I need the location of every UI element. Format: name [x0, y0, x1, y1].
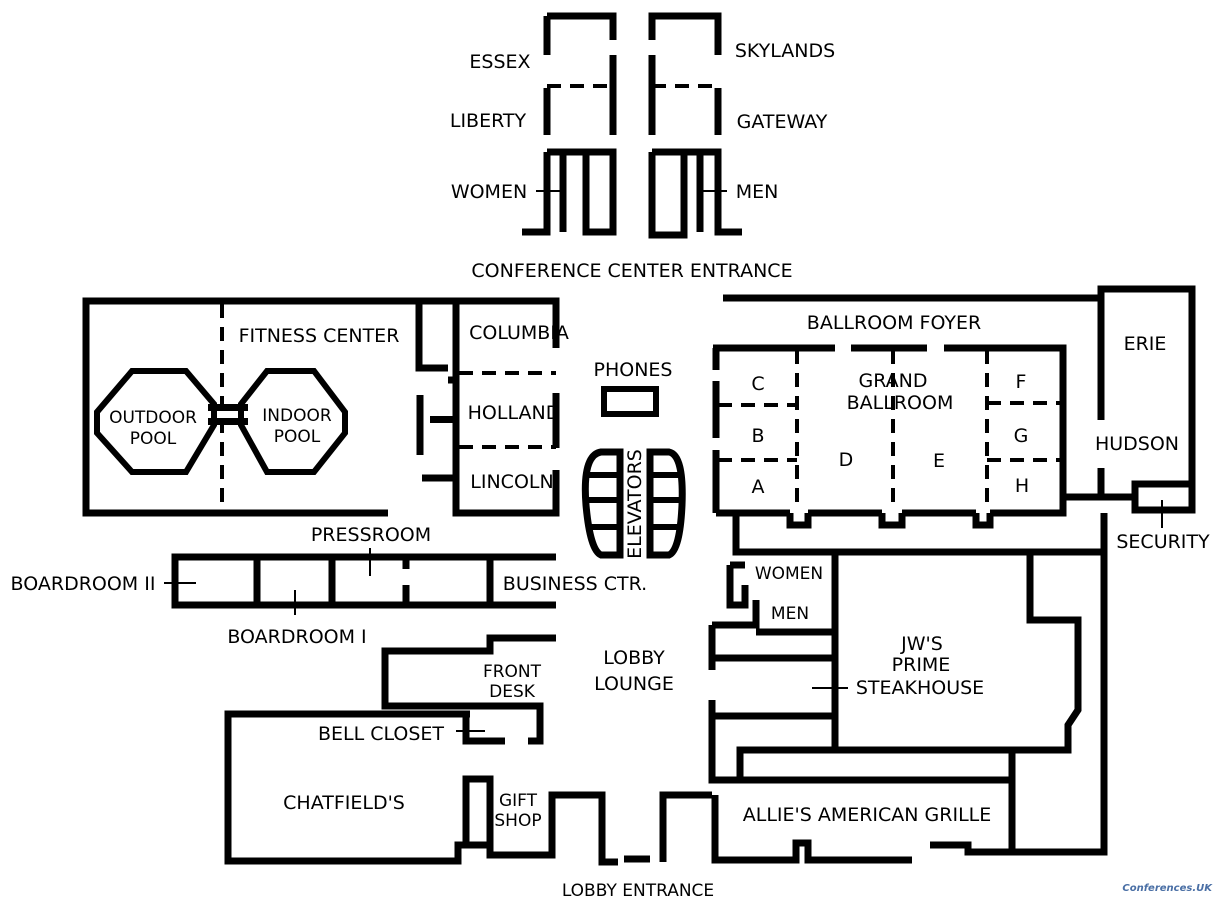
label-grand-ballroom-line1: GRAND: [859, 370, 928, 392]
label-outdoor-pool-line1: OUTDOOR: [109, 408, 197, 428]
label-pressroom: PRESSROOM: [311, 524, 431, 546]
label-indoor-pool-line1: INDOOR: [262, 406, 332, 426]
phones-booth: [601, 386, 659, 417]
label-section-c: C: [751, 373, 764, 395]
label-columbia: COLUMBIA: [469, 322, 569, 344]
label-liberty: LIBERTY: [450, 110, 527, 132]
label-grand-ballroom-line2: BALLROOM: [847, 392, 954, 414]
label-front-desk-line2: DESK: [489, 682, 536, 702]
label-gateway: GATEWAY: [737, 111, 828, 133]
grand-ballroom: [712, 344, 1067, 529]
label-bell-closet: BELL CLOSET: [318, 723, 444, 745]
erie-hudson-block: [1063, 285, 1196, 514]
room-labels: ESSEX LIBERTY WOMEN SKYLANDS GATEWAY MEN…: [11, 40, 1210, 901]
front-desk-block: [381, 634, 556, 745]
label-jws-line3: STEAKHOUSE: [856, 677, 984, 699]
label-men-lobby: MEN: [771, 604, 809, 624]
conference-wing-left: [522, 12, 617, 236]
label-boardroom-i: BOARDROOM I: [227, 626, 366, 648]
label-gift-shop-line1: GIFT: [499, 791, 538, 811]
meeting-rooms-columbia-holland-lincoln: [430, 297, 560, 517]
label-chatfields: CHATFIELD'S: [283, 792, 405, 814]
label-jws-line1: JW'S: [900, 633, 943, 655]
label-section-d: D: [839, 449, 854, 471]
label-conference-center-entrance: CONFERENCE CENTER ENTRANCE: [471, 260, 792, 282]
label-jws-line2: PRIME: [892, 654, 951, 676]
elevator-bank: [581, 448, 686, 559]
fitness-center-block: [82, 297, 456, 517]
chatfields-block: [224, 710, 712, 866]
label-security: SECURITY: [1116, 531, 1210, 553]
label-allies-american-grille: ALLIE'S AMERICAN GRILLE: [743, 804, 992, 826]
label-business-ctr: BUSINESS CTR.: [503, 573, 647, 595]
label-section-h: H: [1015, 475, 1029, 497]
label-section-g: G: [1014, 425, 1029, 447]
label-leaders: [164, 190, 1163, 732]
label-men-conference: MEN: [736, 181, 779, 203]
label-section-a: A: [752, 476, 765, 498]
label-gift-shop-line2: SHOP: [494, 811, 541, 831]
label-lincoln: LINCOLN: [470, 471, 553, 493]
label-women-lobby: WOMEN: [755, 564, 823, 584]
label-holland: HOLLAND: [468, 402, 561, 424]
lower-right-block: [708, 513, 1108, 864]
label-section-f: F: [1016, 371, 1027, 393]
label-lobby-lounge-line1: LOBBY: [603, 647, 665, 669]
label-phones: PHONES: [594, 359, 673, 381]
label-section-e: E: [933, 450, 945, 472]
label-essex: ESSEX: [469, 51, 530, 73]
label-lobby-lounge-line2: LOUNGE: [594, 673, 674, 695]
boardroom-row: [171, 553, 556, 609]
label-outdoor-pool-line2: POOL: [130, 429, 177, 449]
label-indoor-pool-line2: POOL: [274, 427, 321, 447]
watermark-logo: Conferences.UK: [1122, 883, 1213, 894]
label-front-desk-line1: FRONT: [483, 662, 542, 682]
label-elevators: ELEVATORS: [624, 449, 646, 559]
conference-wing-right: [648, 12, 742, 239]
label-fitness-center: FITNESS CENTER: [239, 325, 400, 347]
label-skylands: SKYLANDS: [735, 40, 835, 62]
label-boardroom-ii: BOARDROOM II: [11, 573, 156, 595]
label-section-b: B: [751, 425, 764, 447]
label-erie: ERIE: [1124, 333, 1167, 355]
label-lobby-entrance: LOBBY ENTRANCE: [562, 881, 714, 901]
label-ballroom-foyer: BALLROOM FOYER: [807, 312, 981, 334]
label-women-conference: WOMEN: [451, 181, 527, 203]
label-hudson: HUDSON: [1095, 433, 1179, 455]
